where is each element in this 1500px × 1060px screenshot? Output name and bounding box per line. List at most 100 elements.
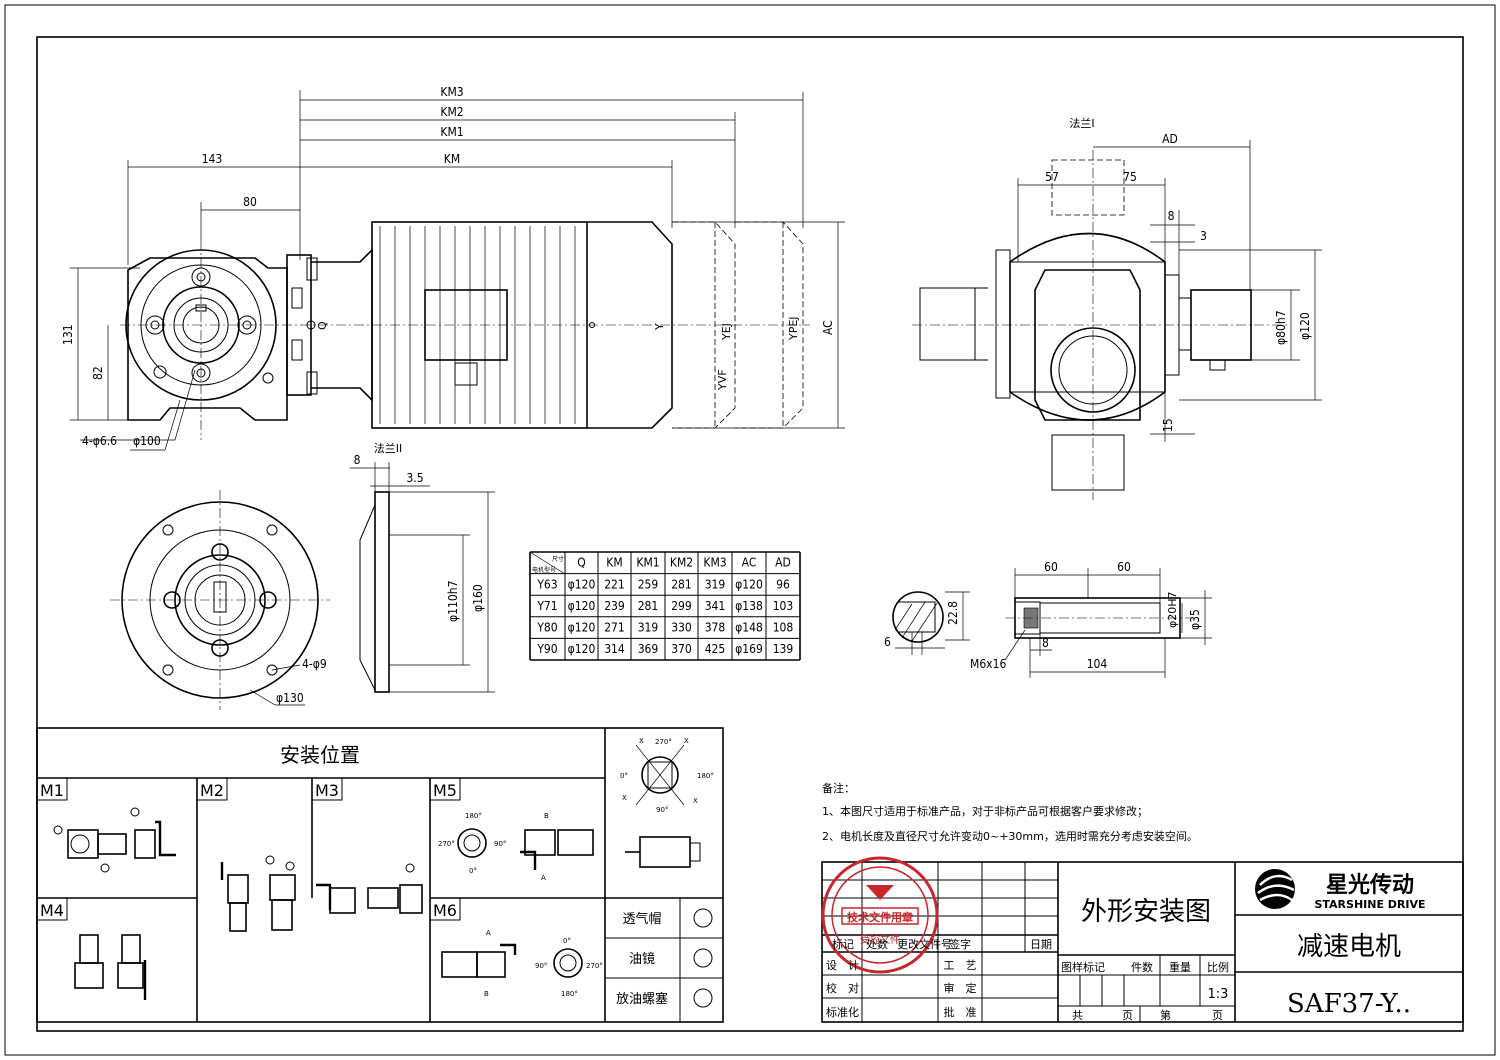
orient-180: 180° [697, 772, 714, 780]
dim-yej: YEJ [720, 323, 733, 341]
prop-weight: 重量 [1169, 960, 1191, 974]
shaft-keyway [898, 601, 936, 633]
m5-thumbnail [457, 828, 594, 870]
hole1-leader-slant [174, 369, 196, 441]
mounting-title: 安装位置 [280, 743, 360, 767]
side-dimensions [1017, 140, 1322, 442]
table-header-cell: AC [742, 556, 757, 570]
table-header-cell: AD [775, 556, 791, 570]
m6-thumbnail [441, 943, 583, 978]
mounting-panel [36, 727, 724, 1023]
m6-angle-270: 270° [586, 962, 603, 970]
stamp-banner [841, 907, 919, 925]
fan-cover [587, 221, 673, 429]
d130-leader [249, 689, 276, 706]
m6-b: B [484, 990, 489, 998]
m6-angle-180: 180° [561, 990, 578, 998]
m6-motor [441, 951, 478, 978]
product-name: 减速电机 [1297, 932, 1401, 962]
m5-a: A [541, 874, 546, 882]
m6-label: M6 [433, 901, 457, 920]
m5-angle-90: 90° [494, 840, 506, 848]
m4-gearbox-2 [117, 962, 144, 989]
m5-angle-180: 180° [465, 812, 482, 820]
side-view [912, 150, 1290, 500]
table-cell: 425 [705, 642, 726, 656]
dim-60b: 60 [1117, 560, 1131, 574]
orient-x3: X [622, 794, 627, 802]
drain-plug [153, 365, 167, 379]
dim-15: 15 [1161, 418, 1175, 432]
hatch-3 [911, 602, 938, 642]
dim-8b: 8 [354, 453, 361, 467]
m5-angle-270: 270° [438, 840, 455, 848]
table-corner-diagonal [529, 551, 566, 575]
brand-en: STARSHINE DRIVE [1314, 898, 1425, 911]
flange2-mount-4 [162, 664, 174, 676]
mounting-panel-border [36, 727, 724, 1023]
m4-label: M4 [40, 901, 64, 920]
dim-hole2: 4-φ9 [302, 657, 327, 671]
side-left-cap [919, 287, 976, 361]
orient-motor [639, 836, 691, 868]
orientation-key [625, 744, 701, 868]
sign-approve: 批 准 [944, 1005, 977, 1019]
m1-motor [97, 833, 127, 855]
table-cell: 103 [773, 599, 794, 613]
m6-dial-inner [559, 954, 577, 972]
orient-270: 270° [655, 738, 672, 746]
m3-label: M3 [315, 781, 339, 800]
table-cell: 139 [773, 642, 794, 656]
gearbox-housing [127, 257, 288, 421]
side-bottom-box [1051, 434, 1125, 491]
side-spigot [1178, 297, 1192, 351]
table-corner-top: 尺寸 [552, 555, 564, 563]
sign-process: 工 艺 [944, 959, 977, 972]
adapter-boss-bottom [291, 339, 303, 361]
dim-yvf: YVF [716, 369, 729, 391]
table-cell: 330 [671, 620, 692, 634]
legend-oil-sight: 油镜 [629, 952, 655, 967]
m1-mark-3 [130, 807, 140, 817]
dim-57: 57 [1045, 170, 1059, 184]
sign-review: 审 定 [944, 981, 977, 995]
table-header-cell: KM1 [636, 556, 659, 570]
dim-20h7: φ20H7 [1166, 591, 1179, 628]
dim-km: KM [444, 152, 460, 166]
dim-km3: KM3 [440, 85, 463, 99]
orient-inner [647, 761, 673, 789]
revision-grid [822, 879, 1058, 917]
model-number: SAF37-Y.. [1287, 989, 1411, 1019]
m4-motor-1 [79, 934, 99, 964]
table-cell: 299 [671, 599, 692, 613]
m5-gearbox [524, 829, 556, 856]
front-dimensions [70, 90, 845, 451]
dim-ad: AD [1162, 132, 1178, 146]
sign-standard: 标准化 [826, 1005, 859, 1019]
flange2-hub [174, 554, 266, 646]
adapter-bolt-bottom [306, 371, 318, 395]
m1-mark-1 [53, 825, 63, 835]
flange2-view [110, 462, 495, 710]
m3-tab [311, 777, 343, 801]
table-cell: 281 [638, 599, 659, 613]
table-cell: 341 [705, 599, 726, 613]
orient-cross-2 [635, 744, 685, 806]
m1-side-gear [134, 829, 156, 859]
table-cell: φ120 [568, 642, 596, 656]
table-cell: φ120 [568, 577, 596, 591]
table-cell: 96 [776, 577, 790, 591]
table-cell: 271 [604, 620, 625, 634]
dim-82: 82 [91, 366, 105, 380]
notes-line1: 1、本图尺寸适用于标准产品，对于非标产品可根据客户要求修改； [822, 804, 1148, 818]
m1-label: M1 [40, 781, 64, 800]
table-cell: 259 [638, 577, 659, 591]
d100-leader-slant [164, 399, 181, 451]
table-cell: Y80 [536, 620, 557, 634]
side-gear-case [1034, 269, 1141, 421]
table-cell: φ120 [735, 577, 763, 591]
m1-gearbox [67, 829, 99, 859]
rev-h-docno: 更改文件号 [897, 937, 952, 951]
sign-design: 设 计 [826, 959, 859, 972]
m1-mark-2 [100, 863, 110, 873]
